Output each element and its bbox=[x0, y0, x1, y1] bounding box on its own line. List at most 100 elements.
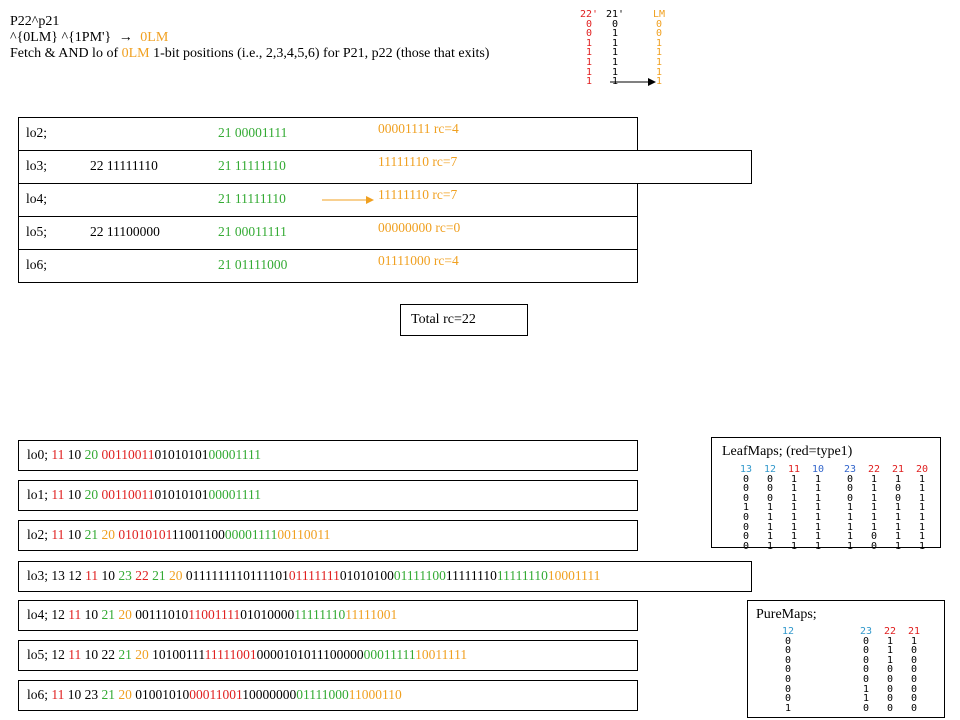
bit-column: 22'0 0 1 1 1 1 1 bbox=[578, 10, 600, 87]
lo4-arrow bbox=[322, 196, 374, 204]
lo-line-segment: 11111110 bbox=[496, 568, 548, 583]
bit-column-label: 22' bbox=[579, 9, 599, 20]
lo-line-box: lo0; 11 10 20 001100110101010100001111 bbox=[18, 440, 638, 471]
row-result: 01111000 rc=4 bbox=[378, 253, 459, 268]
lo-line-segment: lo1; bbox=[27, 487, 52, 502]
lo-line-segment: 11 bbox=[68, 607, 82, 622]
lo-line-segment: 00110011 bbox=[101, 447, 155, 462]
lo-line-text: lo3; 13 12 11 10 23 22 21 20 01111111101… bbox=[27, 568, 600, 584]
lo-line-segment: 01010101 bbox=[154, 487, 209, 502]
row-p22: 22 11100000 bbox=[90, 224, 160, 239]
lo3-highlight-row bbox=[18, 150, 752, 184]
lo-line-segment: 00011111 bbox=[363, 647, 416, 662]
row-divider bbox=[18, 249, 638, 250]
lo-line-segment: 00111010 bbox=[131, 607, 189, 622]
leafmap-label: 22 bbox=[868, 464, 881, 475]
lo-line-segment: 20 bbox=[118, 607, 132, 622]
header-line2-suffix: 0LM bbox=[140, 30, 169, 45]
lo-line-segment: 11 bbox=[85, 568, 99, 583]
row-p22: 22 11111110 bbox=[90, 158, 158, 173]
lo-line-box: lo2; 11 10 21 20 01010101110011000000111… bbox=[18, 520, 638, 551]
bit-column-bits: 0 0 1 1 1 1 1 bbox=[585, 18, 593, 88]
lo-line-segment: 21 bbox=[118, 647, 132, 662]
leafmap-label: 10 bbox=[812, 464, 825, 475]
lo-line-box: lo3; 13 12 11 10 23 22 21 20 01111111101… bbox=[18, 561, 752, 592]
lo-line-segment: 11 bbox=[51, 487, 65, 502]
row-result: 11111110 rc=7 bbox=[378, 187, 458, 202]
puremap-label: 22 bbox=[884, 626, 897, 637]
lo-line-segment: lo6; bbox=[27, 687, 52, 702]
lo-line-segment: 20 bbox=[101, 527, 116, 542]
lo-line-segment: 00110011 bbox=[101, 487, 155, 502]
row-result: 00000000 rc=0 bbox=[378, 220, 461, 235]
row-p21: 21 11111110 bbox=[218, 191, 286, 206]
total-box: Total rc=22 bbox=[400, 304, 528, 336]
lo-line-box: lo5; 12 11 10 22 21 20 10100111111110010… bbox=[18, 640, 638, 671]
lo-line-segment: 11111110 bbox=[445, 568, 497, 583]
lo-line-segment: 10 22 bbox=[81, 647, 119, 662]
lo-line-segment: 23 bbox=[118, 568, 132, 583]
leafmap-bits: 1 1 1 1 1 1 1 1 bbox=[918, 473, 926, 552]
header-line3-prefix: Fetch & AND lo of bbox=[10, 46, 122, 61]
row-name: lo6; bbox=[26, 257, 48, 272]
lo-line-text: lo6; 11 10 23 21 20 01001010000110011000… bbox=[27, 687, 402, 703]
lo-line-segment: 01010101 bbox=[118, 527, 172, 542]
lo-line-segment: 21 bbox=[101, 607, 116, 622]
lo-line-segment: 11111001 bbox=[345, 607, 398, 622]
leafmap-label: 13 bbox=[740, 464, 753, 475]
leafmap-bits: 1 0 0 1 1 1 1 1 bbox=[894, 473, 902, 552]
leafmap-bits: 1 1 1 1 1 1 0 0 bbox=[870, 473, 878, 552]
lo-line-segment: lo4; 12 bbox=[27, 607, 69, 622]
lo-line-segment: 10 bbox=[64, 527, 85, 542]
lo-line-segment: 20 bbox=[169, 568, 183, 583]
arrow-icon: → bbox=[118, 30, 133, 45]
lo-line-segment: 20 bbox=[84, 447, 99, 462]
bit-column-label: LM bbox=[652, 9, 666, 20]
lo-line-segment: 22 bbox=[135, 568, 149, 583]
puremaps-title: PureMaps; bbox=[756, 607, 817, 622]
leafmap-label: 11 bbox=[788, 464, 801, 475]
lo-line-box: lo1; 11 10 20 001100110101010100001111 bbox=[18, 480, 638, 511]
leafmap-bits: 0 0 0 1 0 0 0 0 bbox=[742, 473, 750, 552]
row-result: 00001111 rc=4 bbox=[378, 121, 459, 136]
row-p21: 21 11111110 bbox=[218, 158, 286, 173]
row-p21: 21 00001111 bbox=[218, 125, 288, 140]
header-line1: P22^p21 bbox=[10, 14, 60, 29]
leafmap-label: 20 bbox=[916, 464, 929, 475]
lo-line-segment: 00001111 bbox=[208, 487, 262, 502]
bit-column-bits: 0 0 1 1 1 1 1 bbox=[655, 18, 663, 88]
lo-line-segment: 00001111 bbox=[208, 447, 262, 462]
lo-line-text: lo0; 11 10 20 001100110101010100001111 bbox=[27, 447, 261, 463]
bit-column-label: 21' bbox=[605, 9, 625, 20]
lo-line-segment: lo3; 13 12 bbox=[27, 568, 86, 583]
topright-arrow bbox=[610, 78, 656, 86]
lo-line-segment: 20 bbox=[135, 647, 149, 662]
header: P22^p21 ^{0LM} ^{1PM'} → 0LM Fetch & AND… bbox=[10, 14, 489, 62]
puremap-label: 23 bbox=[860, 626, 873, 637]
lo-line-segment: 10 bbox=[64, 487, 85, 502]
header-line3-highlight: 0LM bbox=[121, 46, 150, 61]
header-line3-suffix: 1-bit positions (i.e., 2,3,4,5,6) for P2… bbox=[149, 46, 490, 61]
row-name: lo2; bbox=[26, 125, 48, 140]
leafmap-bits: 0 0 0 1 1 1 1 1 bbox=[766, 473, 774, 552]
lo-line-segment: 10011111 bbox=[415, 647, 468, 662]
lo-line-segment: 11001111 bbox=[188, 607, 241, 622]
lo-line-segment: 10 bbox=[64, 447, 85, 462]
leafmap-label: 12 bbox=[764, 464, 777, 475]
lo-line-segment: 01010100 bbox=[339, 568, 394, 583]
header-line2: ^{0LM} ^{1PM'} → 0LM bbox=[10, 30, 489, 46]
lo-line-segment: 21 bbox=[101, 687, 116, 702]
leafmap-bits: 1 1 1 1 1 1 1 1 bbox=[790, 473, 798, 552]
